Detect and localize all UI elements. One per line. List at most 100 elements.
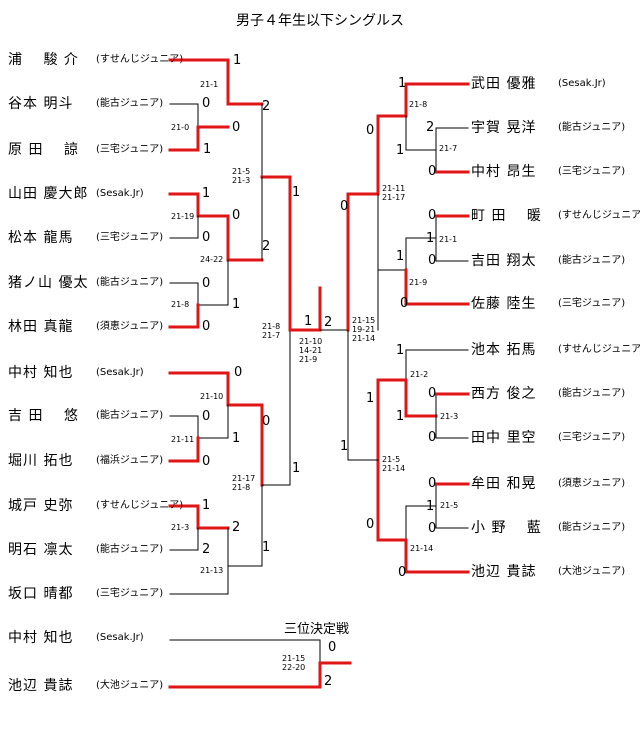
game-score: 0 [400, 296, 409, 311]
set-scores: 21-8 21-7 [262, 322, 281, 340]
player-name: 猪ノ山 優太 [8, 275, 89, 291]
player-team: (三宅ジュニア) [96, 232, 164, 243]
game-score: 1 [262, 540, 271, 555]
game-score: 0 [398, 565, 407, 580]
game-score: 0 [428, 386, 437, 401]
player-name: 浦 駿 介 [8, 52, 79, 68]
game-score: 1 [292, 461, 301, 476]
player-team: (すせんじジュニア) [558, 210, 640, 221]
set-scores: 24-22 [200, 255, 224, 264]
player-team: (三宅ジュニア) [96, 588, 164, 599]
game-score: 2 [262, 239, 271, 254]
game-score: 2 [324, 674, 333, 689]
set-scores: 21-17 21-8 [232, 474, 256, 492]
game-score: 1 [304, 314, 313, 329]
game-score: 2 [324, 315, 333, 330]
game-score: 1 [202, 498, 211, 513]
set-scores: 21-8 [171, 300, 190, 309]
set-scores: 21-1 [200, 80, 219, 89]
player-team: (能古ジュニア) [558, 388, 626, 399]
player-name: 谷本 明斗 [8, 96, 74, 112]
player-team: (すせんじジュニア) [558, 344, 640, 355]
game-score: 0 [428, 430, 437, 445]
set-scores: 21-13 [200, 566, 224, 575]
set-scores: 21-19 [171, 212, 195, 221]
player-team: (Sesak.Jr) [558, 78, 606, 89]
game-score: 1 [426, 231, 435, 246]
player-name: 林田 真龍 [8, 319, 74, 335]
set-scores: 21-15 22-20 [282, 654, 306, 672]
player-team: (すせんじジュニア) [96, 54, 184, 65]
set-scores: 21-15 19-21 21-14 [352, 316, 376, 343]
game-score: 0 [262, 414, 271, 429]
player-name: 城戸 史弥 [8, 498, 74, 514]
set-scores: 21-2 [410, 370, 429, 379]
game-score: 1 [396, 249, 405, 264]
set-scores: 21-7 [439, 144, 458, 153]
player-team: (能古ジュニア) [558, 255, 626, 266]
player-team: (能古ジュニア) [96, 410, 164, 421]
set-scores: 21-5 21-3 [232, 167, 251, 185]
game-score: 1 [203, 142, 212, 157]
game-score: 0 [232, 120, 241, 135]
set-scores: 21-8 [409, 100, 428, 109]
player-name: 原 田 諒 [8, 142, 79, 158]
player-team: (能古ジュニア) [558, 122, 626, 133]
player-name: 中村 知也 [8, 365, 74, 381]
player-team: (能古ジュニア) [96, 98, 164, 109]
player-name: 堀川 拓也 [8, 453, 74, 469]
player-name: 田中 里空 [471, 430, 537, 446]
player-name: 坂口 晴都 [8, 586, 74, 602]
game-score: 1 [398, 76, 407, 91]
player-name: 吉 田 悠 [8, 408, 79, 424]
game-score: 1 [396, 343, 405, 358]
game-score: 1 [366, 391, 375, 406]
player-team: (大池ジュニア) [558, 566, 626, 577]
player-name: 西方 俊之 [471, 386, 537, 402]
player-name: 松本 龍馬 [8, 230, 74, 246]
game-score: 1 [232, 431, 241, 446]
player-team: (須恵ジュニア) [96, 321, 164, 332]
game-score: 2 [232, 520, 241, 535]
set-scores: 21-5 [440, 501, 459, 510]
player-team: (能古ジュニア) [558, 522, 626, 533]
player-team: (能古ジュニア) [96, 277, 164, 288]
game-score: 0 [428, 208, 437, 223]
player-name: 池本 拓馬 [471, 342, 537, 358]
game-score: 0 [202, 409, 211, 424]
player-team: (Sesak.Jr) [96, 188, 144, 199]
set-scores: 21-10 [200, 392, 224, 401]
set-scores: 21-1 [439, 235, 458, 244]
player-team: (能古ジュニア) [96, 544, 164, 555]
player-name: 町 田 暖 [471, 208, 542, 224]
set-scores: 21-3 [171, 523, 190, 532]
game-score: 0 [366, 123, 375, 138]
player-team: (すせんじジュニア) [96, 500, 184, 511]
game-score: 0 [428, 253, 437, 268]
game-score: 2 [262, 99, 271, 114]
set-scores: 21-11 [171, 435, 195, 444]
game-score: 2 [426, 120, 435, 135]
game-score: 1 [233, 53, 242, 68]
player-team: (三宅ジュニア) [96, 144, 164, 155]
player-name: 中村 昂生 [471, 164, 537, 180]
player-name: 小 野 藍 [471, 520, 542, 536]
page-title: 男子４年生以下シングルス [236, 13, 404, 29]
game-score: 0 [366, 517, 375, 532]
player-team: (大池ジュニア) [96, 680, 164, 691]
game-score: 0 [428, 521, 437, 536]
third-place-label: 三位決定戦 [284, 622, 350, 637]
game-score: 0 [428, 164, 437, 179]
player-team: (三宅ジュニア) [558, 432, 626, 443]
game-score: 1 [396, 143, 405, 158]
game-score: 0 [328, 640, 337, 655]
player-name: 池辺 貴誌 [8, 678, 74, 694]
player-team: (三宅ジュニア) [558, 298, 626, 309]
set-scores: 21-9 [409, 278, 428, 287]
player-name: 池辺 貴誌 [471, 564, 537, 580]
player-name: 山田 慶大郎 [8, 186, 89, 202]
player-team: (福浜ジュニア) [96, 455, 164, 466]
set-scores: 21-14 [410, 544, 434, 553]
game-score: 0 [202, 96, 211, 111]
player-team: (Sesak.Jr) [96, 632, 144, 643]
